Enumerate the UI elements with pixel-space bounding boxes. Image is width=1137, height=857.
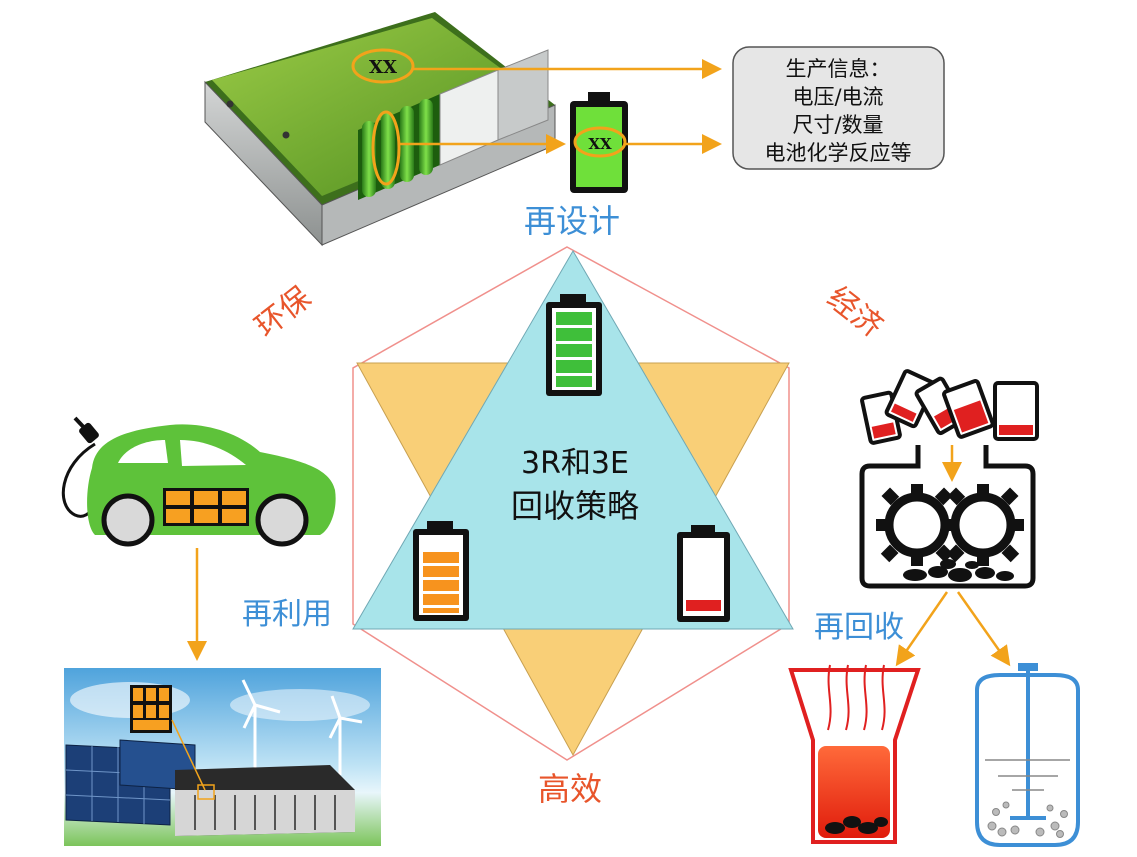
module-cells [362,99,433,197]
label-economy: 经济 [820,280,889,345]
info-box: 生产信息： 电压/电流 尺寸/数量 电池化学反应等 [732,46,945,170]
battery-low-icon [677,525,730,622]
battery-module: XX [204,12,556,247]
battery-full-icon [546,294,602,396]
single-cell: XX [570,92,628,193]
car-battery-pack [163,488,249,526]
storage-battery-pack [130,685,172,733]
battery-half-icon [413,521,469,621]
label-environment: 环保 [249,280,318,345]
hexagon-outline [352,246,790,761]
info-line-1: 生产信息： [786,57,891,81]
energy-storage-scene [64,668,381,846]
reactor-icon [975,663,1080,847]
label-reuse: 再利用 [242,597,332,632]
crusher-icon [859,445,1036,589]
gear-icon [942,484,1024,566]
arrow-to-furnace [895,591,949,667]
label-efficiency: 高效 [538,770,602,808]
label-redesign: 再设计 [524,202,620,240]
module-mark: XX [369,57,397,78]
furnace-icon [788,664,921,844]
arrow-to-reactor [956,591,1011,667]
label-recycle: 再回收 [814,610,904,645]
spent-batteries-icon [860,369,1039,445]
center-title-line-1: 3R和3E [521,446,629,481]
crushed-particles [903,559,1014,582]
electric-car-icon [61,416,336,547]
info-line-4: 电池化学反应等 [765,141,912,165]
center-title-line-2: 回收策略 [511,487,639,525]
info-line-3: 尺寸/数量 [792,113,883,137]
cell-mark: XX [588,135,612,153]
info-line-2: 电压/电流 [792,85,883,109]
center-star: 3R和3E 回收策略 [352,246,794,761]
